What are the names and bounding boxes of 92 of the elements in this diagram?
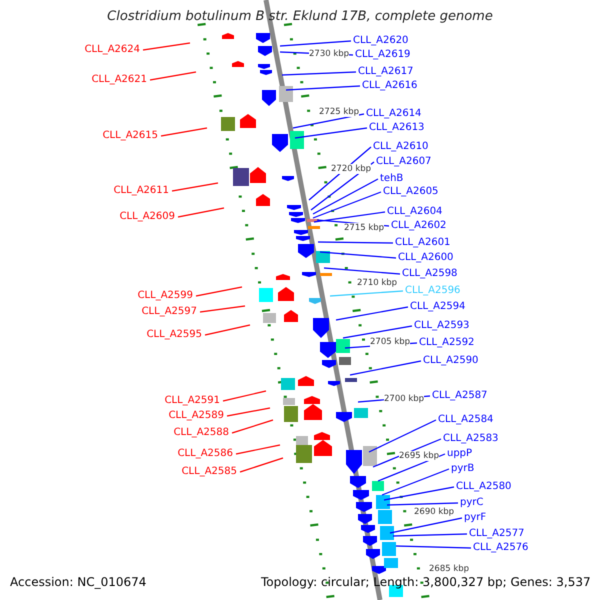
gene-label: CLL_A2620: [353, 35, 408, 47]
gene-label: CLL_A2594: [410, 301, 466, 313]
leader-line: [320, 251, 396, 259]
gene-label: CLL_A2591: [164, 395, 220, 407]
scale-tick-label: 2685 kbp: [429, 564, 470, 574]
scale-tick-label: 2710 kbp: [357, 278, 398, 288]
gene-label: CLL_A2592: [419, 337, 474, 349]
gene-label: CLL_A2590: [423, 355, 478, 367]
leader-line: [232, 419, 274, 434]
leader-line: [292, 113, 364, 129]
leader-line: [286, 85, 360, 91]
leader-line: [204, 324, 250, 336]
scale-tick-label: 2700 kbp: [384, 394, 424, 404]
gene-label: CLL_A2624: [84, 44, 140, 56]
scale-tick-label: 2715 kbp: [344, 223, 384, 233]
gene-label: CLL_A2601: [395, 237, 450, 249]
leader-line: [350, 360, 422, 376]
leader-line: [392, 533, 468, 537]
leader-line: [178, 207, 224, 218]
leader-line: [312, 178, 378, 215]
gene-label: CLL_A2617: [358, 66, 414, 78]
leader-line: [142, 42, 190, 51]
leader-line: [396, 545, 472, 549]
leader-line: [280, 40, 352, 47]
gene-label: CLL_A2611: [114, 185, 169, 197]
gene-label: CLL_A2610: [373, 141, 428, 153]
gene-label: pyrF: [464, 512, 486, 524]
gene-label: CLL_A2615: [102, 130, 158, 142]
leader-line: [282, 71, 356, 76]
gene-label: CLL_A2596: [405, 285, 460, 297]
gene-label: CLL_A2583: [443, 433, 498, 445]
gene-label: CLL_A2584: [438, 414, 494, 426]
scale-tick-label: 2705 kbp: [370, 337, 410, 347]
gene-label: CLL_A2619: [355, 49, 410, 61]
gene-label: CLL_A2600: [398, 252, 454, 264]
gene-label: CLL_A2607: [376, 156, 432, 168]
gene-label: CLL_A2585: [182, 466, 237, 478]
scale-tick-label: 2720 kbp: [331, 164, 372, 174]
gene-label: pyrB: [451, 463, 474, 475]
leader-line: [318, 241, 393, 244]
leader-line: [200, 305, 246, 313]
leader-line: [330, 290, 404, 297]
leader-line: [342, 325, 412, 339]
gene-label: CLL_A2599: [138, 290, 193, 302]
leader-line: [368, 419, 436, 453]
map-title: Clostridium botulinum B str. Eklund 17B, complete genome: [106, 9, 494, 25]
gene-label: uppP: [447, 448, 472, 460]
leader-line: [390, 517, 462, 534]
leader-line: [160, 127, 208, 137]
leader-line: [196, 286, 242, 297]
gene-label: CLL_A2604: [387, 206, 442, 218]
leader-line: [312, 191, 382, 219]
leader-line: [240, 457, 284, 473]
scale-tick-label: 2695 kbp: [399, 451, 440, 461]
gene-label: CLL_A2593: [414, 320, 470, 332]
leader-line: [236, 444, 280, 455]
gene-label: CLL_A2609: [120, 211, 175, 223]
leader-line: [314, 211, 386, 223]
leader-line: [294, 127, 368, 139]
gene-label: CLL_A2595: [146, 329, 202, 341]
gene-label: CLL_A2605: [383, 186, 438, 198]
gene-label: CLL_A2588: [174, 427, 229, 439]
gene-label: CLL_A2589: [168, 410, 224, 422]
gene-label: CLL_A2614: [366, 108, 422, 120]
scale-tick-label: 2730 kbp: [309, 49, 350, 59]
leader-line: [222, 390, 266, 402]
leader-line: [324, 267, 400, 275]
gene-label: tehB: [380, 173, 404, 185]
leader-line: [336, 306, 408, 321]
leader-line: [172, 182, 218, 192]
gene-label: CLL_A2576: [473, 542, 528, 554]
footer-text: Topology: circular; Length: 3,800,327 bp; Genes: 3,537: [261, 575, 591, 589]
leader-line: [150, 71, 196, 81]
leader-line: [386, 502, 458, 506]
gene-label: CLL_A2577: [469, 528, 524, 540]
leader-line: [226, 407, 270, 417]
gene-label: CLL_A2580: [456, 481, 512, 493]
leader-line: [378, 453, 446, 482]
gene-label: CLL_A2587: [432, 390, 488, 402]
gene-label: CLL_A2586: [178, 448, 233, 460]
scale-tick-label: 2690 kbp: [414, 507, 454, 517]
leader-line: [382, 468, 450, 496]
gene-label: CLL_A2621: [92, 74, 147, 86]
gene-label: CLL_A2597: [142, 306, 197, 318]
leader-line: [384, 486, 454, 501]
footer-text: Accession: NC_010674: [10, 575, 146, 589]
gene-label: CLL_A2616: [362, 80, 418, 92]
gene-label: CLL_A2613: [369, 122, 424, 134]
gene-label: CLL_A2598: [402, 268, 458, 280]
scale-tick-label: 2725 kbp: [319, 107, 360, 117]
gene-label: pyrC: [460, 497, 484, 509]
gene-label: CLL_A2602: [391, 220, 446, 232]
